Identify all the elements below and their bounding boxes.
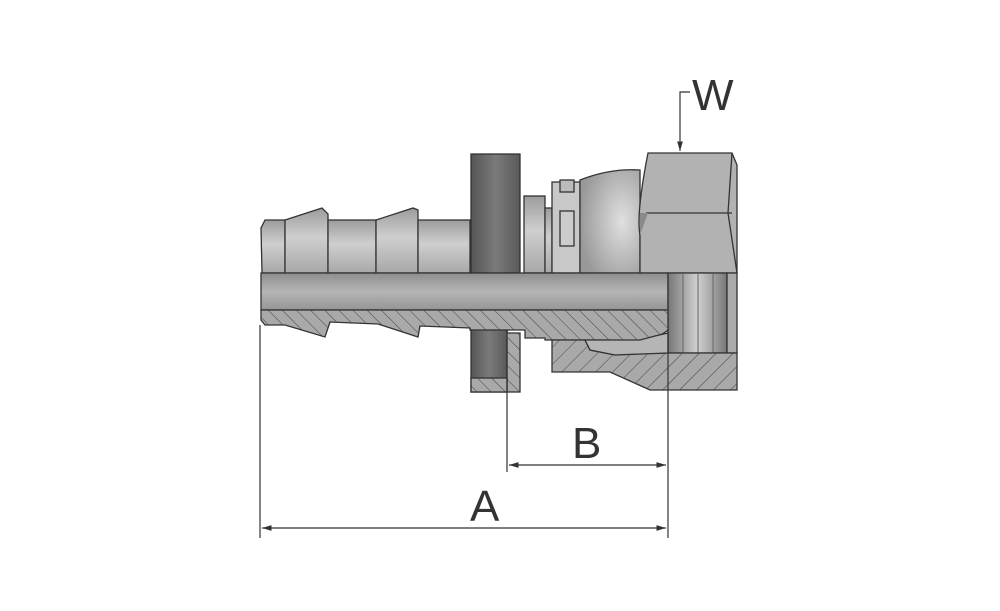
retainer-window [559,210,575,247]
hose-barb-tail [260,207,471,274]
body-section [260,309,669,342]
ring-step [544,207,553,274]
dimension-lines [259,91,690,538]
hex-nut [638,152,738,274]
dimension-label-a: A [470,482,500,531]
thread-lines [682,273,714,353]
ring [523,195,546,274]
bore [260,272,669,311]
collar-section-hatch [506,332,521,393]
dimension-label-b: B [572,419,601,468]
retainer-slot [559,179,575,193]
collar-base-hatch [470,377,508,393]
dimension-label-w: W [692,71,734,120]
nut-wall [726,272,738,354]
collar [470,153,521,274]
swivel-ball [579,169,641,274]
